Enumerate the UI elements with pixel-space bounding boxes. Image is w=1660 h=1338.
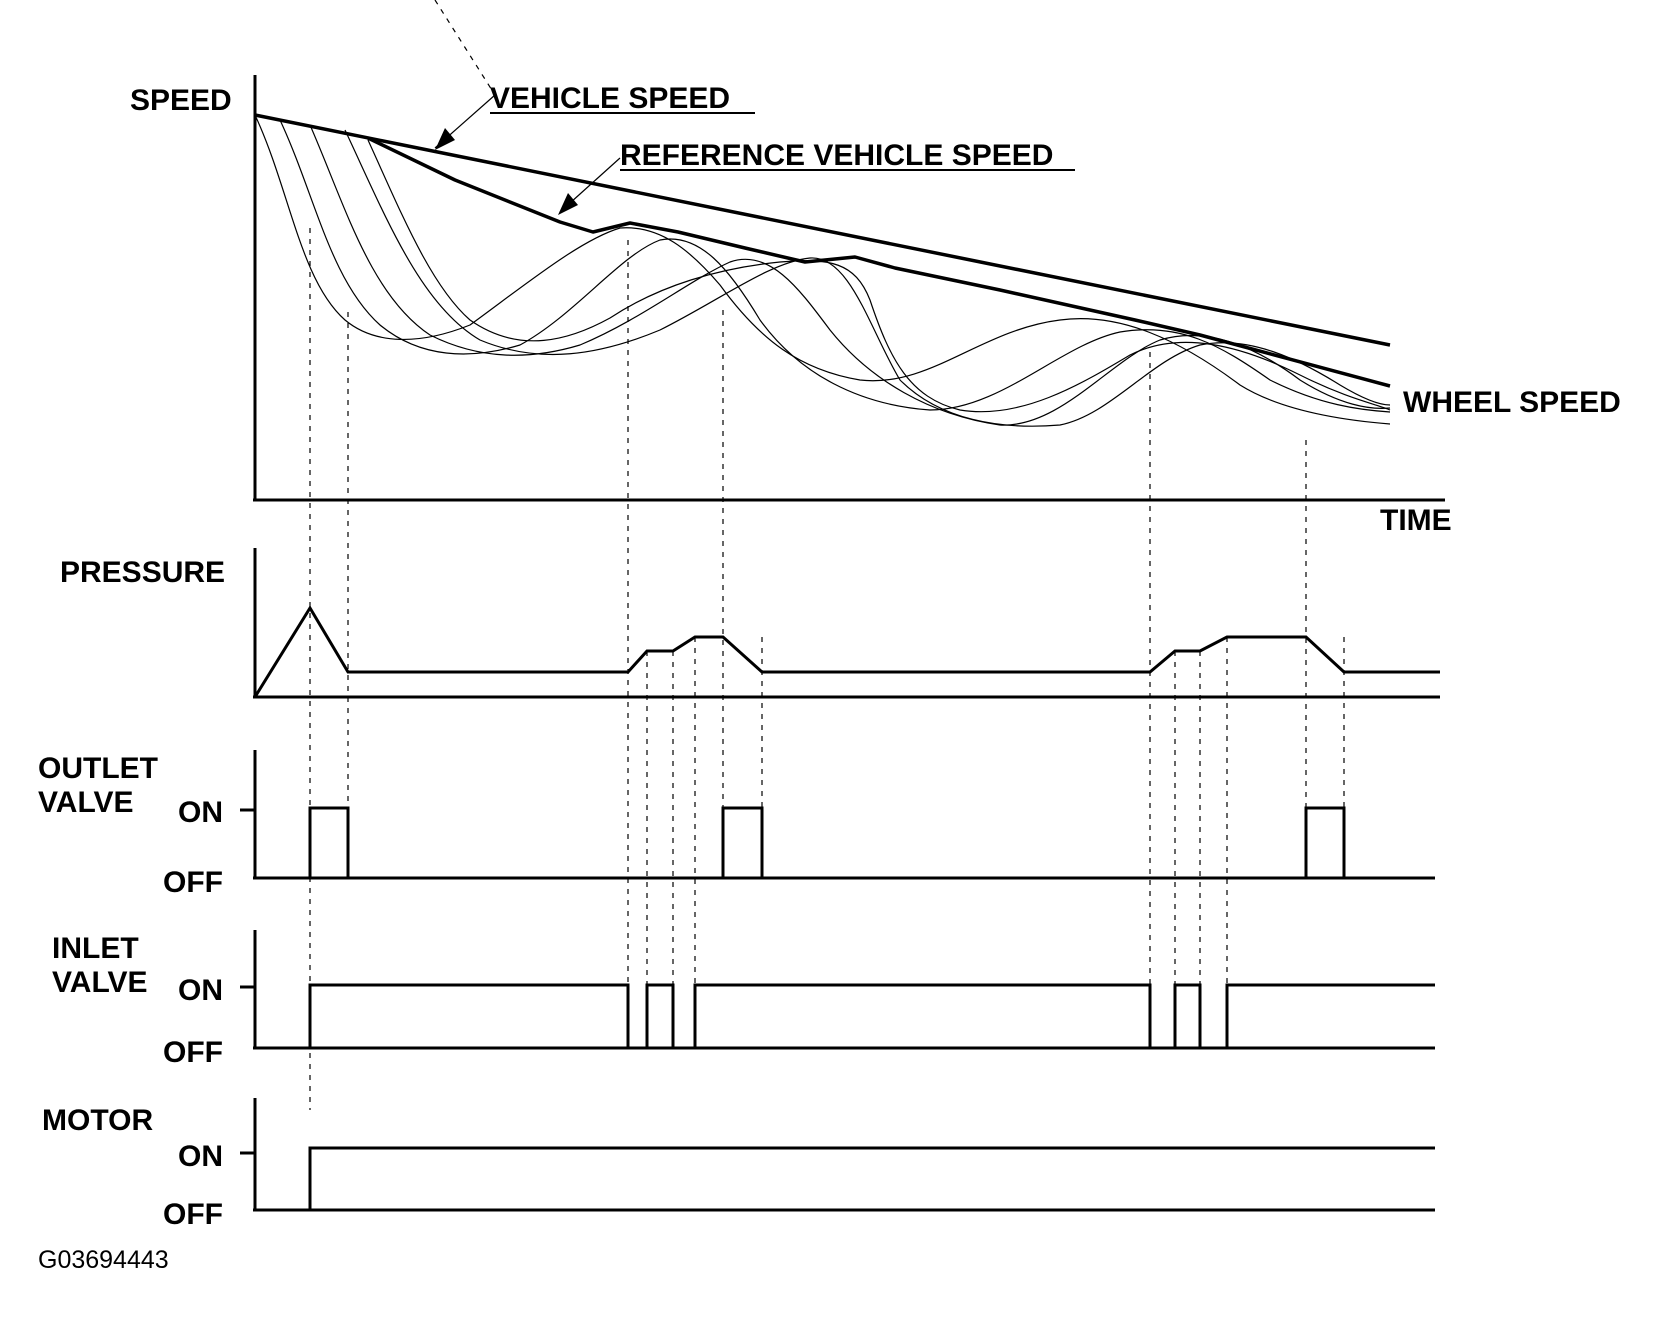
inlet-valve-trace xyxy=(255,983,1435,1050)
speed-panel: SPEED TIME VEHICLE SPEED REFERENCE VE xyxy=(130,0,1621,537)
reference-vehicle-speed-label: REFERENCE VEHICLE SPEED xyxy=(620,139,1053,172)
motor-on-label: ON xyxy=(178,1140,223,1173)
time-axis-label: TIME xyxy=(1380,504,1452,537)
figure-code: G03694443 xyxy=(38,1246,169,1274)
motor-trace xyxy=(255,1146,1435,1212)
outlet-valve-label-line1: OUTLET xyxy=(38,752,158,785)
wheel-speed-label: WHEEL SPEED xyxy=(1403,386,1621,419)
pressure-trace xyxy=(253,605,1440,698)
inlet-valve-label-line1: INLET xyxy=(52,932,139,965)
timing-guide-lines xyxy=(309,228,1345,1110)
motor-label: MOTOR xyxy=(42,1104,153,1137)
inlet-on-label: ON xyxy=(178,974,223,1007)
vehicle-speed-line xyxy=(254,113,1391,347)
pressure-panel: PRESSURE xyxy=(60,548,1440,699)
reference-vehicle-speed-line xyxy=(367,136,1391,388)
inlet-off-label: OFF xyxy=(163,1036,223,1069)
vehicle-speed-label: VEHICLE SPEED xyxy=(490,82,730,115)
speed-axis-label: SPEED xyxy=(130,84,232,117)
wheel-speed-curves xyxy=(254,114,1391,427)
outlet-valve-label-line2: VALVE xyxy=(38,786,134,819)
outlet-valve-panel: OUTLET VALVE ON OFF xyxy=(38,750,1435,899)
inlet-valve-label-line2: VALVE xyxy=(52,966,148,999)
pressure-label: PRESSURE xyxy=(60,556,225,589)
motor-panel: MOTOR ON OFF xyxy=(42,1098,1435,1231)
outlet-off-label: OFF xyxy=(163,866,223,899)
reference-vehicle-speed-callout: REFERENCE VEHICLE SPEED xyxy=(558,139,1075,215)
vehicle-speed-callout: VEHICLE SPEED xyxy=(434,0,755,150)
outlet-on-label: ON xyxy=(178,796,223,829)
outlet-valve-trace xyxy=(255,806,1435,880)
motor-off-label: OFF xyxy=(163,1198,223,1231)
inlet-valve-panel: INLET VALVE ON OFF xyxy=(52,930,1435,1069)
